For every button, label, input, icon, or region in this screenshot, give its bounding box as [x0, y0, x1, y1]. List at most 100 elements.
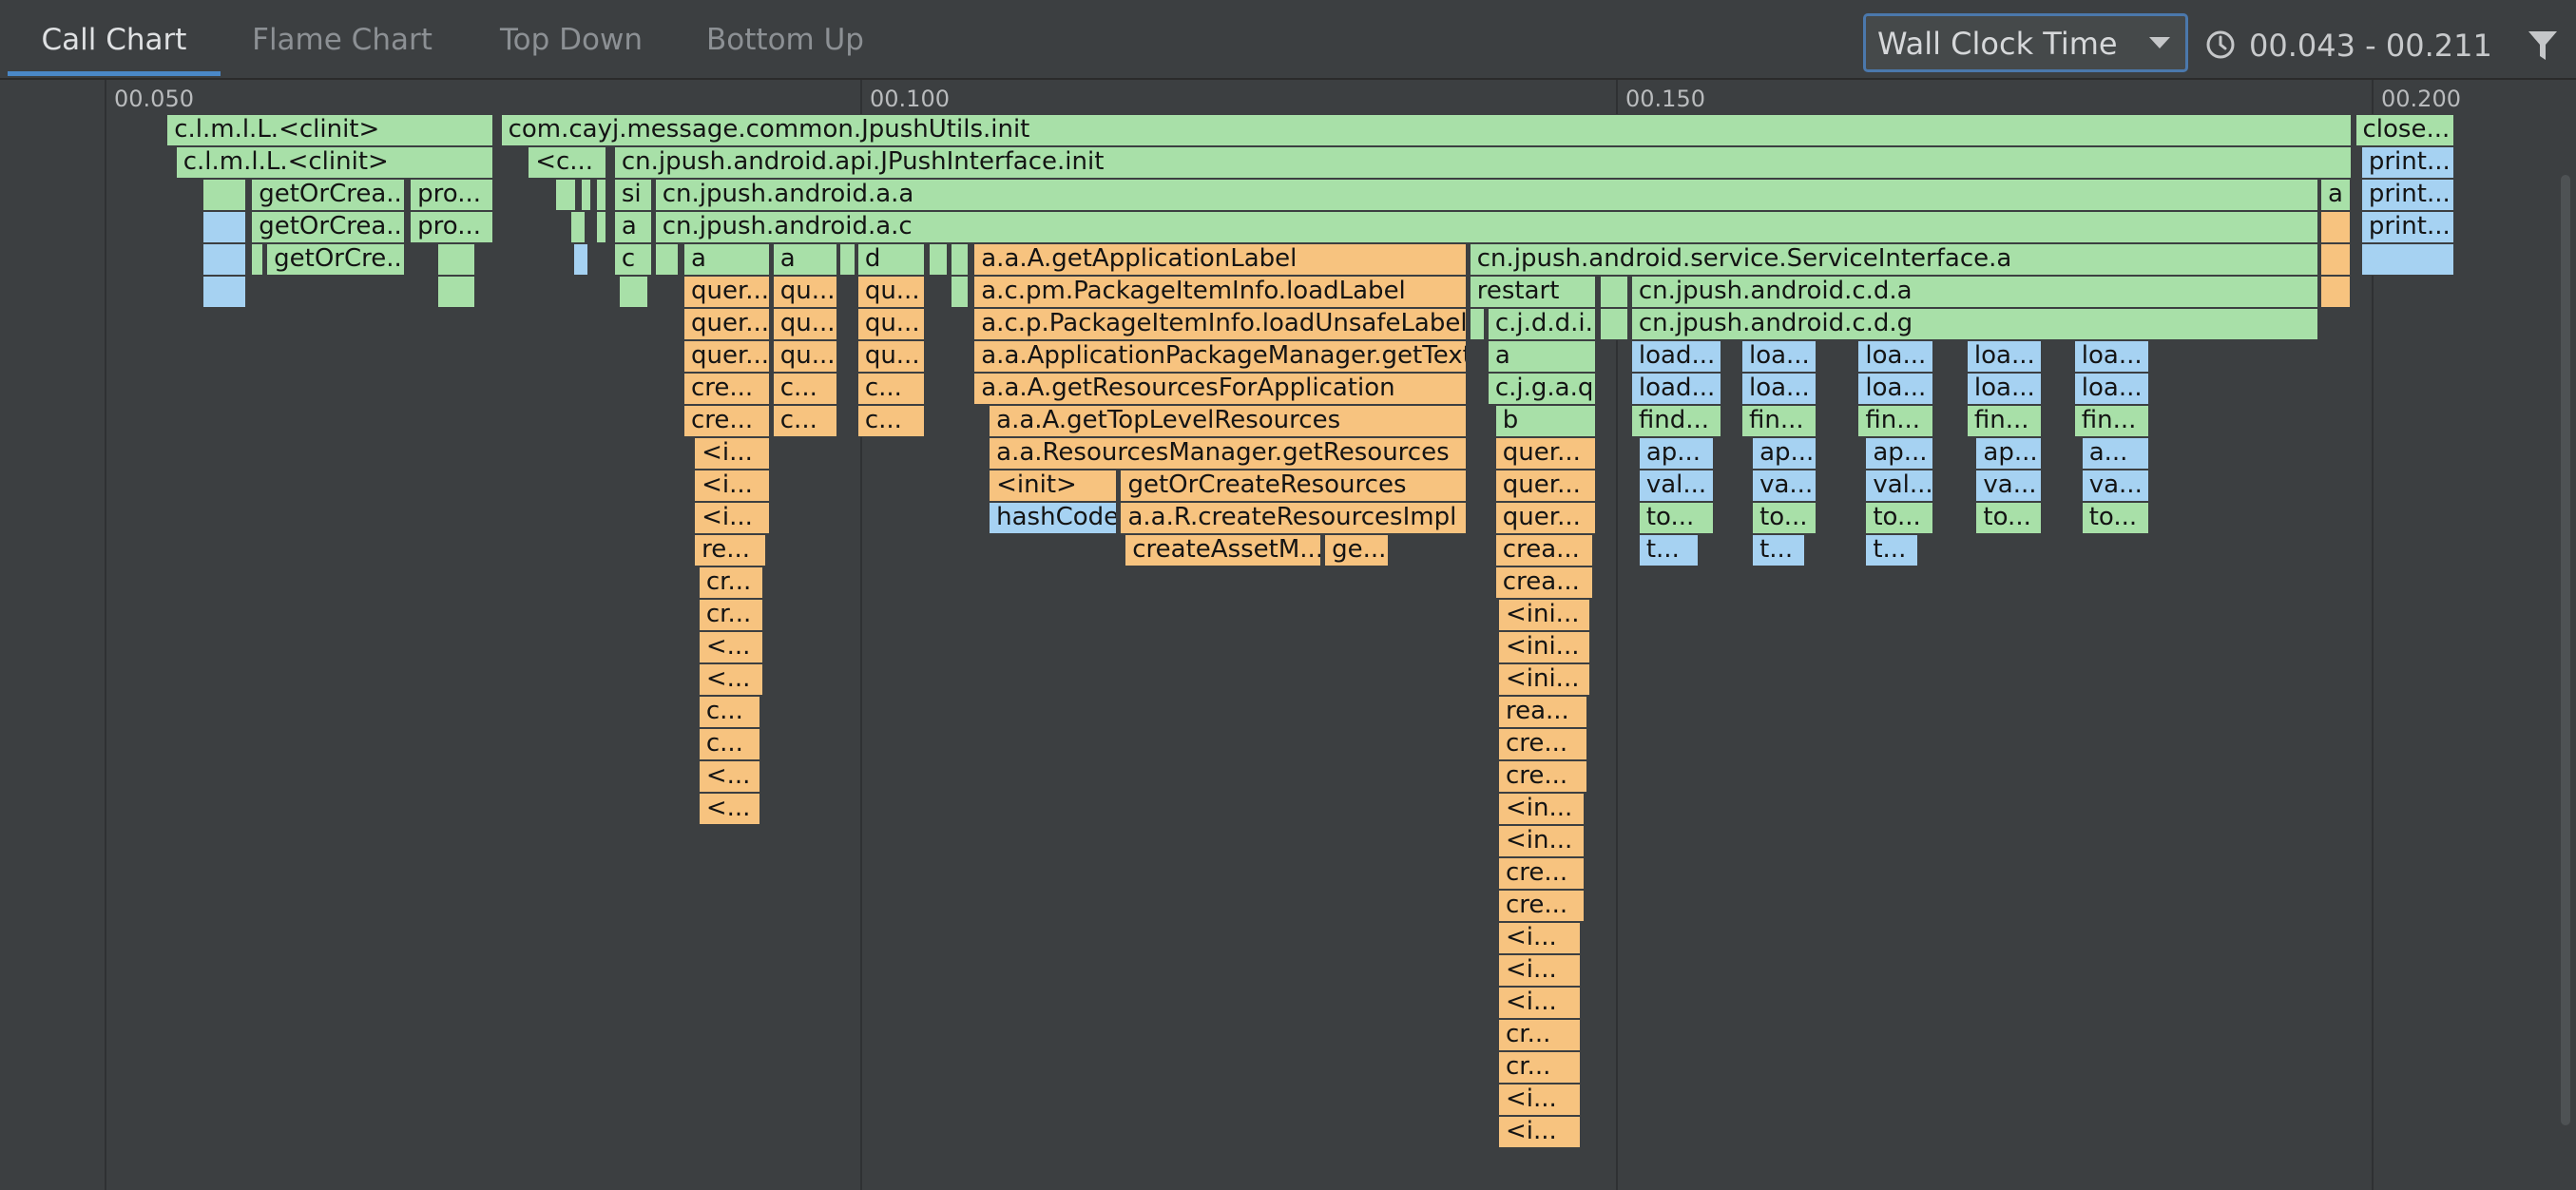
- call-frame[interactable]: a.c.p.PackageItemInfo.loadUnsafeLabel: [973, 308, 1467, 340]
- call-frame[interactable]: getOrCrea...: [251, 211, 406, 243]
- call-frame[interactable]: [951, 243, 970, 276]
- call-frame[interactable]: <ini...: [1497, 631, 1590, 663]
- call-frame[interactable]: [595, 179, 606, 211]
- call-frame[interactable]: pro...: [410, 179, 493, 211]
- call-frame[interactable]: ap...: [1752, 437, 1817, 470]
- call-frame[interactable]: c.l.m.l.L.<clinit>: [166, 114, 493, 146]
- call-frame[interactable]: <i...: [694, 437, 770, 470]
- call-frame[interactable]: cre...: [1497, 760, 1587, 793]
- call-frame[interactable]: [202, 211, 247, 243]
- call-frame[interactable]: va...: [1975, 470, 2043, 502]
- call-frame[interactable]: cn.jpush.android.c.d.a: [1630, 276, 2319, 308]
- call-frame[interactable]: load...: [1630, 373, 1722, 405]
- call-frame[interactable]: to...: [2081, 502, 2150, 534]
- call-frame[interactable]: loa...: [1740, 373, 1817, 405]
- call-frame[interactable]: va...: [1752, 470, 1817, 502]
- call-frame[interactable]: c...: [856, 405, 926, 437]
- call-frame[interactable]: re...: [694, 534, 767, 566]
- call-frame[interactable]: <c...: [528, 146, 606, 179]
- call-frame[interactable]: [202, 243, 247, 276]
- call-frame[interactable]: qu...: [772, 308, 838, 340]
- call-frame[interactable]: t...: [1752, 534, 1805, 566]
- tab-flame-chart[interactable]: Flame Chart: [252, 23, 433, 57]
- call-frame[interactable]: pro...: [410, 211, 493, 243]
- call-frame[interactable]: a: [2319, 179, 2351, 211]
- call-frame[interactable]: <...: [698, 663, 764, 696]
- call-frame[interactable]: cn.jpush.android.a.c: [654, 211, 2319, 243]
- call-frame[interactable]: loa...: [1857, 340, 1933, 373]
- call-frame[interactable]: [2319, 276, 2351, 308]
- call-frame[interactable]: getOrCreateResources: [1120, 470, 1467, 502]
- call-frame[interactable]: cn.jpush.android.c.d.g: [1630, 308, 2319, 340]
- call-frame[interactable]: c...: [698, 728, 761, 760]
- call-frame[interactable]: <i...: [1497, 987, 1582, 1019]
- call-frame[interactable]: [2319, 211, 2351, 243]
- call-frame[interactable]: <...: [698, 760, 761, 793]
- call-frame[interactable]: c.j.g.a.q: [1487, 373, 1597, 405]
- call-frame[interactable]: getOrCrea...: [251, 179, 406, 211]
- call-frame[interactable]: print...: [2360, 211, 2455, 243]
- call-frame[interactable]: qu...: [856, 276, 926, 308]
- call-frame[interactable]: fin...: [1966, 405, 2043, 437]
- call-frame[interactable]: [928, 243, 949, 276]
- call-frame[interactable]: print...: [2360, 146, 2455, 179]
- call-frame[interactable]: a.a.ResourcesManager.getResources: [989, 437, 1467, 470]
- call-frame[interactable]: a.a.A.getTopLevelResources: [989, 405, 1467, 437]
- call-frame[interactable]: a.c.pm.PackageItemInfo.loadLabel: [973, 276, 1467, 308]
- call-frame[interactable]: qu...: [772, 340, 838, 373]
- call-frame[interactable]: [251, 243, 263, 276]
- call-frame[interactable]: restart: [1469, 276, 1597, 308]
- call-frame[interactable]: [202, 276, 247, 308]
- call-frame[interactable]: b: [1494, 405, 1597, 437]
- call-frame[interactable]: crea...: [1494, 566, 1594, 599]
- call-frame[interactable]: quer...: [682, 276, 770, 308]
- call-frame[interactable]: a.a.ApplicationPackageManager.getText: [973, 340, 1467, 373]
- clock-type-dropdown[interactable]: Wall Clock Time: [1863, 13, 2188, 72]
- call-frame[interactable]: loa...: [2073, 340, 2150, 373]
- call-frame[interactable]: quer...: [682, 340, 770, 373]
- call-frame[interactable]: ge...: [1324, 534, 1390, 566]
- tab-top-down[interactable]: Top Down: [499, 23, 643, 57]
- call-frame[interactable]: qu...: [856, 340, 926, 373]
- call-frame[interactable]: [569, 211, 586, 243]
- call-frame[interactable]: <i...: [694, 470, 770, 502]
- call-frame[interactable]: quer...: [1494, 502, 1597, 534]
- call-frame[interactable]: a.a.A.getResourcesForApplication: [973, 373, 1467, 405]
- call-frame[interactable]: cr...: [1497, 1019, 1582, 1051]
- call-frame[interactable]: [554, 179, 577, 211]
- call-frame[interactable]: loa...: [2073, 373, 2150, 405]
- call-frame[interactable]: loa...: [1857, 373, 1933, 405]
- call-frame[interactable]: cn.jpush.android.a.a: [654, 179, 2319, 211]
- call-frame[interactable]: <init>: [989, 470, 1118, 502]
- call-frame[interactable]: <...: [698, 793, 761, 825]
- call-frame[interactable]: com.cayj.message.common.JpushUtils.init: [500, 114, 2353, 146]
- call-frame[interactable]: crea...: [1494, 534, 1594, 566]
- time-range-label[interactable]: 00.043 - 00.211: [2249, 28, 2492, 64]
- call-frame[interactable]: fin...: [1857, 405, 1933, 437]
- call-frame[interactable]: [436, 276, 475, 308]
- call-frame[interactable]: [202, 179, 247, 211]
- tab-call-chart[interactable]: Call Chart: [8, 0, 221, 76]
- call-frame[interactable]: load...: [1630, 340, 1722, 373]
- call-frame[interactable]: cn.jpush.android.api.JPushInterface.init: [613, 146, 2353, 179]
- call-frame[interactable]: quer...: [682, 308, 770, 340]
- call-frame[interactable]: [2360, 243, 2455, 276]
- call-frame[interactable]: val...: [1638, 470, 1715, 502]
- call-frame[interactable]: <i...: [694, 502, 770, 534]
- call-frame[interactable]: cre...: [682, 405, 770, 437]
- call-frame[interactable]: hashCode: [989, 502, 1118, 534]
- call-frame[interactable]: fin...: [2073, 405, 2150, 437]
- call-frame[interactable]: t...: [1865, 534, 1918, 566]
- call-frame[interactable]: cn.jpush.android.service.ServiceInterfac…: [1469, 243, 2319, 276]
- call-frame[interactable]: [2319, 243, 2351, 276]
- call-frame[interactable]: <ini...: [1497, 663, 1590, 696]
- call-frame[interactable]: to...: [1752, 502, 1817, 534]
- call-frame[interactable]: cr...: [698, 599, 764, 631]
- call-frame[interactable]: c.l.m.l.L.<clinit>: [175, 146, 493, 179]
- call-frame[interactable]: val...: [1865, 470, 1933, 502]
- call-frame[interactable]: [580, 179, 591, 211]
- call-frame[interactable]: <i...: [1497, 954, 1582, 987]
- call-frame[interactable]: cre...: [1497, 728, 1587, 760]
- call-frame[interactable]: qu...: [856, 308, 926, 340]
- call-frame[interactable]: a: [613, 211, 652, 243]
